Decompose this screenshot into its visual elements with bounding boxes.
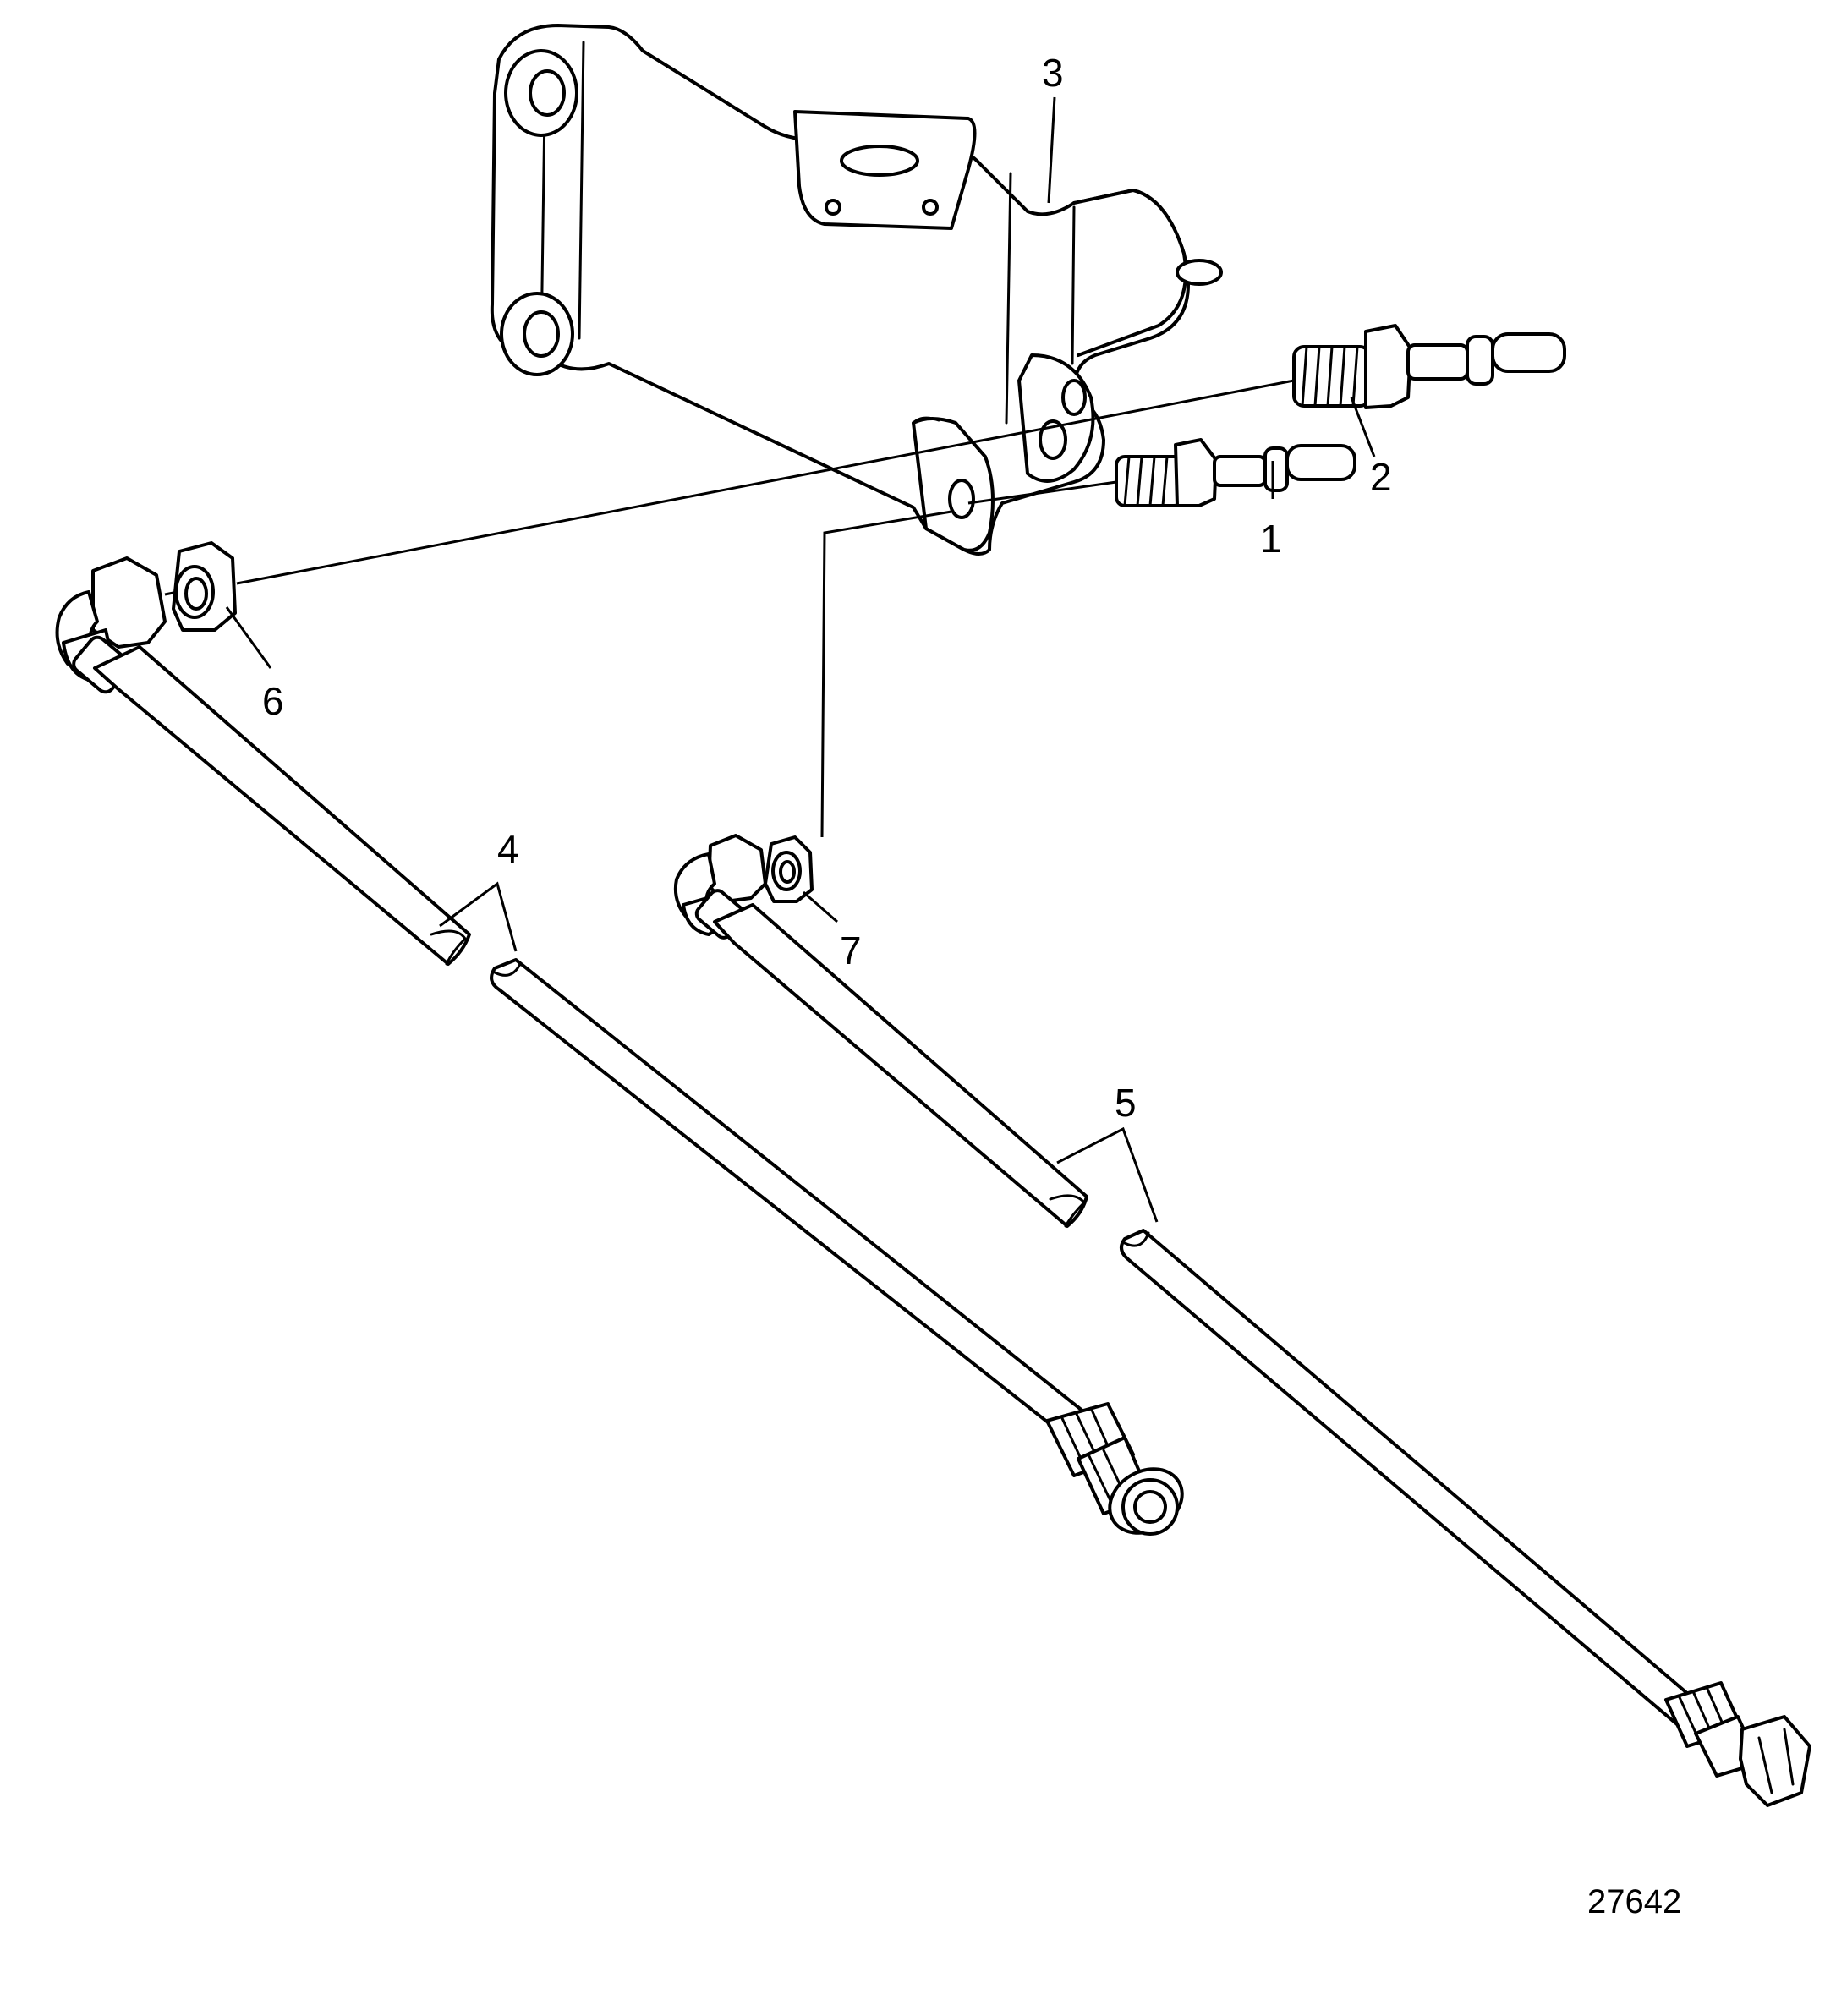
mounting-bracket — [490, 24, 1223, 556]
nipple-connector-large — [1292, 324, 1566, 409]
callout-5: 5 — [1115, 1081, 1137, 1125]
callout-3: 3 — [1042, 51, 1064, 95]
callout-6: 6 — [262, 679, 284, 723]
hex-nut — [172, 541, 237, 632]
hose-right — [673, 834, 1811, 1807]
assembly-lines — [164, 379, 1295, 838]
callout-7: 7 — [840, 929, 862, 972]
hose-long — [55, 556, 1184, 1536]
callout-2: 2 — [1370, 455, 1392, 499]
hex-nut-small — [764, 835, 814, 903]
callout-4: 4 — [497, 827, 519, 871]
callout-pointers — [225, 96, 1376, 1223]
nipple-connector-small — [1115, 438, 1356, 507]
drawing-number: 27642 — [1587, 1883, 1681, 1920]
callout-1: 1 — [1260, 517, 1282, 561]
